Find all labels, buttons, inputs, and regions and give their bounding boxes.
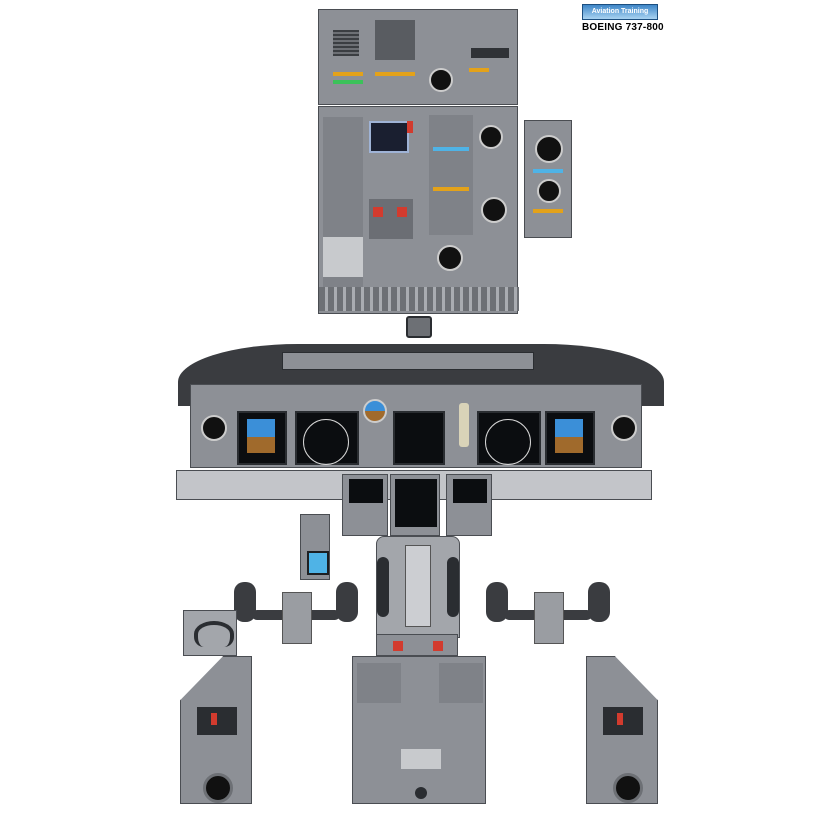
standby-compass-icon: [406, 316, 432, 338]
circuit-breaker-panel: [375, 20, 415, 60]
engine-start-panel: [323, 237, 363, 277]
pressurization-gauge-icon: [481, 197, 507, 223]
fo-pfd: [545, 411, 595, 465]
lower-eicas: [395, 479, 437, 527]
gear-lever-icon: [459, 403, 469, 447]
annunciator: [433, 187, 469, 191]
aux-panel: [300, 514, 330, 580]
throttle-quadrant: [376, 536, 460, 638]
standby-attitude-indicator-icon: [363, 399, 387, 423]
yoke-grip: [336, 582, 358, 622]
cup-holder-icon: [203, 773, 233, 803]
nd-compass-arc: [303, 419, 349, 465]
overhead-aft-display: [471, 48, 509, 58]
compass-gauge-icon: [429, 68, 453, 92]
fire-panel: [369, 199, 413, 239]
yoke-column: [282, 592, 312, 644]
aux-display: [307, 551, 329, 575]
main-instrument-panel: [190, 384, 642, 468]
captain-pfd: [237, 411, 287, 465]
gauge-icon: [535, 135, 563, 163]
annunciator: [397, 207, 407, 217]
overhead-panel-aft: [318, 9, 518, 105]
center-overhead-display: [369, 121, 409, 153]
overhead-side-panel: [524, 120, 572, 238]
annunciator: [433, 147, 469, 151]
rudder-trim-knob-icon: [415, 787, 427, 799]
captain-side-console: [180, 656, 252, 804]
tiller-inset: [183, 610, 237, 656]
pfd-ground: [555, 437, 583, 453]
captain-cdu: [342, 474, 388, 536]
annunciator: [375, 72, 415, 76]
upper-eicas: [393, 411, 445, 465]
clock-icon: [611, 415, 637, 441]
yoke-column: [534, 592, 564, 644]
yoke-grip: [234, 582, 256, 622]
fo-yoke-icon: [486, 582, 610, 644]
annunciator: [333, 80, 363, 84]
speaker-grille-icon: [333, 30, 359, 56]
throttle-lever-icon: [405, 545, 431, 627]
annunciator: [407, 121, 413, 133]
trim-wheel-icon: [447, 557, 459, 617]
captain-yoke-icon: [234, 582, 358, 644]
lights-switch-row: [319, 287, 519, 311]
yoke-grip: [588, 582, 610, 622]
trim-wheel-icon: [377, 557, 389, 617]
aft-pedestal: [352, 656, 486, 804]
cdu-screen: [349, 479, 383, 503]
fo-nd: [477, 411, 541, 465]
tiller-wheel-icon: [194, 621, 234, 647]
pressure-gauge-icon: [437, 245, 463, 271]
annunciator: [393, 641, 403, 651]
radio-panel: [357, 663, 401, 703]
pressurization-gauge-icon: [479, 125, 503, 149]
oxygen-mask-box: [603, 707, 643, 735]
captain-nd: [295, 411, 359, 465]
gauge-icon: [537, 179, 561, 203]
fo-cdu: [446, 474, 492, 536]
lower-eicas-panel: [390, 474, 440, 536]
pfd-ground: [247, 437, 275, 453]
radio-panel: [439, 663, 483, 703]
cdu-screen: [453, 479, 487, 503]
annunciator: [211, 713, 217, 725]
brand-logo: Aviation Training Graphics: [582, 4, 658, 29]
annunciator: [617, 713, 623, 725]
mode-control-panel: [282, 352, 534, 370]
fo-side-console: [586, 656, 658, 804]
pfd-sky: [555, 419, 583, 437]
yoke-grip: [486, 582, 508, 622]
hydraulics-panel: [429, 115, 473, 235]
pfd-sky: [247, 419, 275, 437]
annunciator: [533, 169, 563, 173]
transponder-panel: [401, 749, 441, 769]
fire-handle-panel: [376, 634, 458, 656]
cup-holder-icon: [613, 773, 643, 803]
annunciator: [433, 641, 443, 651]
nd-compass-arc: [485, 419, 531, 465]
overhead-panel-forward: [318, 106, 519, 314]
annunciator: [533, 209, 563, 213]
clock-icon: [201, 415, 227, 441]
oxygen-mask-box: [197, 707, 237, 735]
annunciator: [469, 68, 489, 72]
aircraft-title: BOEING 737-800: [582, 22, 664, 33]
annunciator: [373, 207, 383, 217]
annunciator: [333, 72, 363, 76]
